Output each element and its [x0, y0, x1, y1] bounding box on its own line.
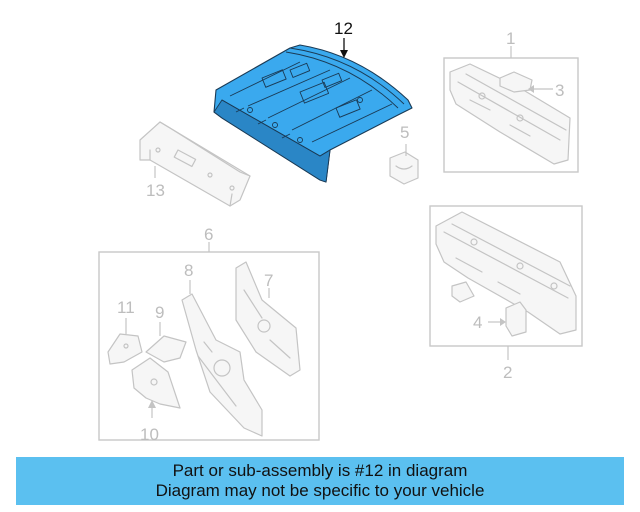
part-10-extension[interactable] [131, 357, 181, 409]
callout-4: 4 [473, 313, 506, 332]
part-11-bracket[interactable] [107, 333, 143, 365]
part-5-bracket[interactable] [389, 151, 419, 185]
part-9-bracket[interactable] [145, 335, 187, 363]
banner-line-1: Part or sub-assembly is #12 in diagram [172, 461, 468, 480]
callout-3-label: 3 [555, 81, 564, 100]
callout-1-label: 1 [506, 29, 515, 48]
callout-1: 1 [506, 29, 515, 58]
callout-5-label: 5 [400, 123, 409, 142]
part-7-panel[interactable] [235, 261, 301, 377]
callout-6: 6 [204, 225, 213, 252]
callout-2-label: 2 [503, 363, 512, 382]
callout-7-label: 7 [264, 271, 273, 290]
callout-9: 9 [155, 303, 164, 336]
callout-9-label: 9 [155, 303, 164, 322]
part-2-box [429, 205, 583, 347]
callout-8-label: 8 [184, 261, 193, 280]
parts-diagram: 12 13 5 1 3 [98, 19, 583, 444]
info-banner: Part or sub-assembly is #12 in diagram D… [16, 457, 624, 505]
callout-12: 12 [334, 19, 353, 58]
callout-10-label: 10 [140, 425, 159, 444]
part-8-wheelhouse[interactable] [181, 293, 263, 437]
callout-10: 10 [140, 400, 159, 444]
part-2-rear-panel[interactable] [435, 211, 577, 335]
callout-8: 8 [184, 261, 193, 294]
callout-12-label: 12 [334, 19, 353, 38]
part-12-rear-floor-pan[interactable] [213, 44, 413, 183]
callout-13-label: 13 [146, 181, 165, 200]
callout-2: 2 [503, 346, 512, 382]
banner-line-2: Diagram may not be specific to your vehi… [155, 481, 485, 500]
callout-11-label: 11 [117, 298, 135, 317]
part-13-crossmember[interactable] [139, 121, 251, 207]
callout-5: 5 [400, 123, 409, 156]
callout-6-label: 6 [204, 225, 213, 244]
callout-13: 13 [146, 166, 165, 200]
callout-4-label: 4 [473, 313, 482, 332]
callout-11: 11 [117, 298, 135, 334]
part-1-side-member[interactable] [449, 63, 571, 165]
part-4-bracket[interactable] [505, 301, 527, 337]
callout-3: 3 [528, 81, 564, 100]
callout-7: 7 [264, 271, 273, 298]
part-2-clip[interactable] [451, 281, 475, 303]
